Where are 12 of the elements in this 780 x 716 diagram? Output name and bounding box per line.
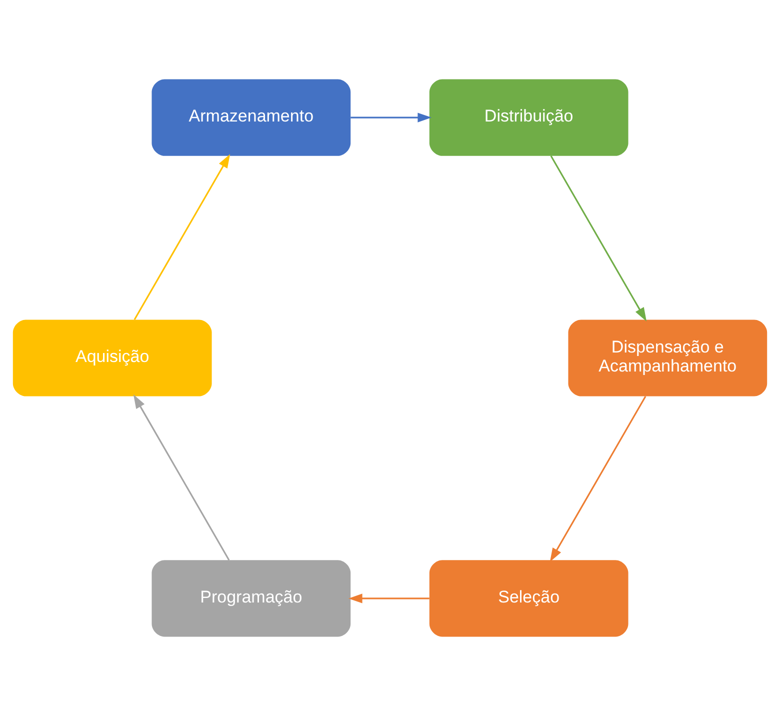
arrow [350, 112, 432, 122]
node-box: Dispensação e Acampanhamento [568, 320, 768, 396]
node-box: Aquisição [12, 320, 212, 396]
node-box: Armazenamento [152, 79, 351, 156]
node-box: Programação [152, 560, 351, 637]
arrow [134, 154, 230, 320]
arrow [133, 394, 230, 560]
arrow [348, 594, 430, 604]
node-box: Distribuição [429, 79, 628, 156]
arrow [550, 396, 646, 562]
arrow [550, 156, 647, 322]
node-box: Seleção [429, 560, 628, 637]
